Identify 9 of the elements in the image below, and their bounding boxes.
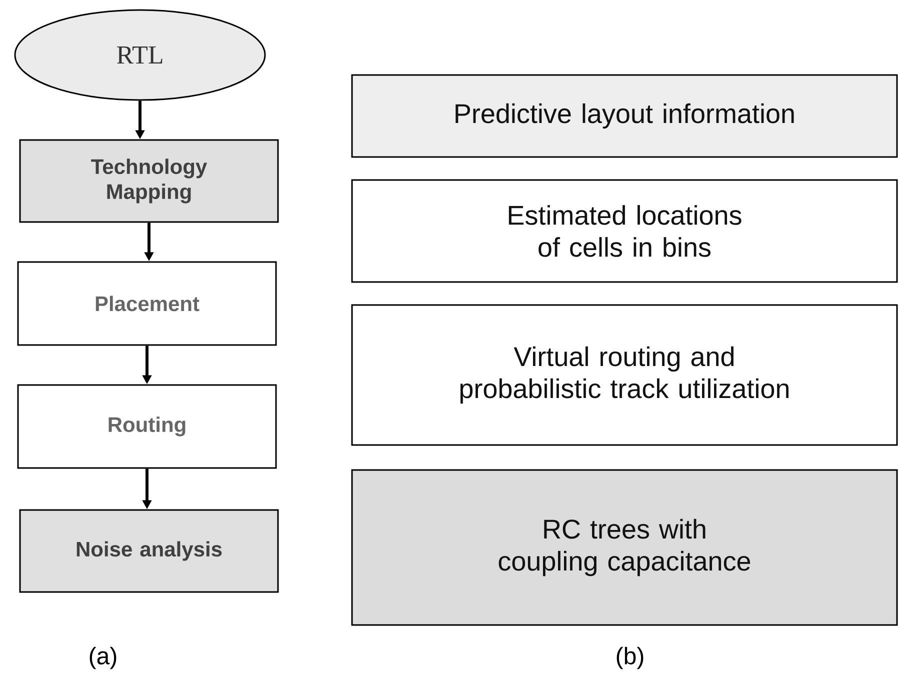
process-box: Placement [17,261,277,346]
process-box: Routing [17,384,277,469]
info-box: RC trees with coupling capacitance [351,469,898,626]
process-box: Technology Mapping [19,139,279,223]
panel-label: (a) [90,646,116,670]
info-box: Virtual routing and probabilistic track utilization [351,304,898,446]
process-box: Noise analysis [19,509,279,593]
info-box: Estimated locations of cells in bins [351,179,898,283]
info-box: Predictive layout information [351,74,898,158]
